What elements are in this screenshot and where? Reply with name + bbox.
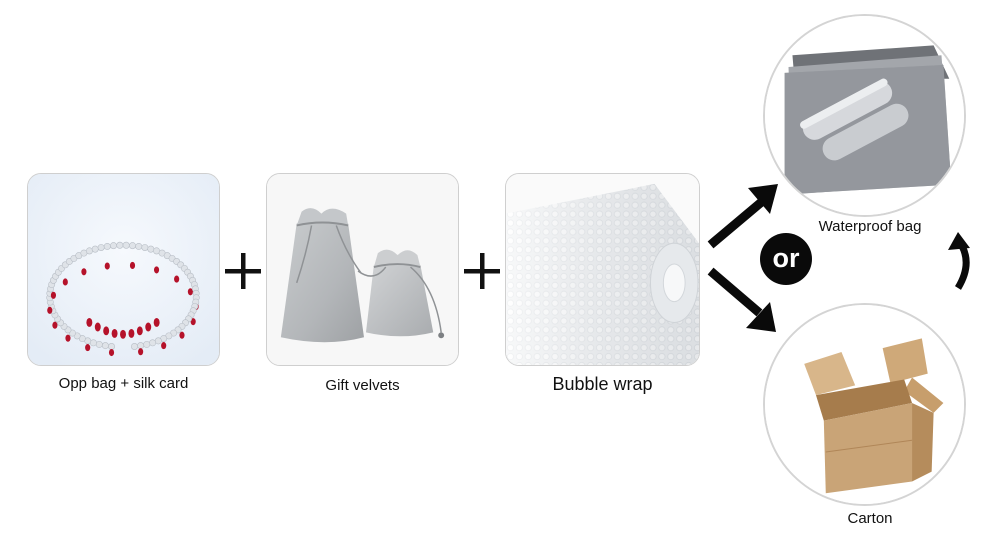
plus-icon	[222, 250, 264, 292]
velvet-bags-illustration	[267, 174, 458, 365]
necklace-drop-gem	[111, 328, 118, 338]
necklace-link	[154, 337, 162, 345]
option-label-carton: Carton	[847, 510, 893, 527]
velvet-bags-image	[266, 173, 459, 366]
necklace-gem	[104, 262, 110, 270]
necklace-drop-gem	[94, 322, 101, 332]
necklace-drop-gem	[103, 326, 110, 336]
waterproof-bag-image	[763, 14, 966, 217]
necklace-drop-gem	[145, 322, 152, 332]
necklace-link	[141, 244, 149, 251]
necklace-gem	[47, 306, 53, 314]
arrow-down-right-icon	[707, 267, 776, 332]
necklace-link	[89, 339, 97, 347]
necklace-gem	[138, 348, 144, 356]
necklace-link	[137, 342, 145, 350]
necklace-link	[143, 340, 151, 348]
necklace-gem	[65, 334, 71, 342]
necklace-gem	[81, 268, 87, 276]
necklace-link	[103, 242, 111, 250]
necklace-link	[122, 241, 130, 249]
necklace-gem	[153, 266, 160, 274]
curved-arrow-icon	[948, 232, 970, 290]
necklace-gems	[46, 241, 200, 357]
necklace-link	[85, 247, 93, 255]
necklace-drop-gem	[86, 317, 93, 327]
necklace-link	[147, 245, 155, 253]
necklace-link	[101, 342, 109, 350]
necklace-gem	[50, 291, 57, 299]
necklace-gem	[52, 321, 58, 329]
necklace-gem	[62, 278, 68, 286]
step-label-gift-velvets: Gift velvets	[325, 377, 400, 394]
necklace-gem	[108, 348, 115, 357]
step-label-opp-bag: Opp bag + silk card	[58, 375, 189, 392]
necklace-gem	[179, 331, 185, 339]
bubble-wrap-illustration	[506, 174, 699, 365]
necklace-gem	[85, 344, 91, 352]
necklace-link	[95, 340, 103, 348]
necklace-link	[116, 241, 124, 249]
necklace-link	[91, 245, 99, 253]
necklace-gem	[161, 342, 167, 350]
necklace-drop-gem	[128, 328, 135, 338]
carton-box-illustration	[765, 305, 964, 504]
step-label-bubble-wrap: Bubble wrap	[552, 374, 653, 394]
necklace-gem	[187, 288, 193, 296]
necklace-link	[97, 244, 105, 251]
waterproof-bag-illustration	[765, 16, 964, 215]
necklace-gem	[129, 261, 136, 270]
necklace-drop-gem	[120, 329, 126, 339]
necklace-link	[135, 242, 143, 250]
option-label-waterproof-bag: Waterproof bag	[818, 218, 922, 235]
necklace-link	[129, 242, 136, 250]
carton-image	[763, 303, 966, 506]
necklace-image	[27, 173, 220, 366]
necklace-drop-gem	[136, 326, 143, 336]
necklace-link	[131, 343, 138, 350]
or-badge: or	[760, 233, 812, 285]
branch-arrows	[707, 184, 970, 332]
necklace-gem	[190, 318, 196, 326]
necklace-gem	[174, 275, 180, 283]
plus-icon	[461, 250, 503, 292]
necklace-illustration	[28, 174, 219, 365]
necklace-link	[110, 242, 117, 250]
necklace-link	[149, 339, 157, 347]
necklace-drop-gem	[153, 317, 160, 327]
bubble-wrap-image	[505, 173, 700, 366]
necklace-link	[108, 343, 115, 350]
arrow-up-right-icon	[707, 184, 778, 249]
